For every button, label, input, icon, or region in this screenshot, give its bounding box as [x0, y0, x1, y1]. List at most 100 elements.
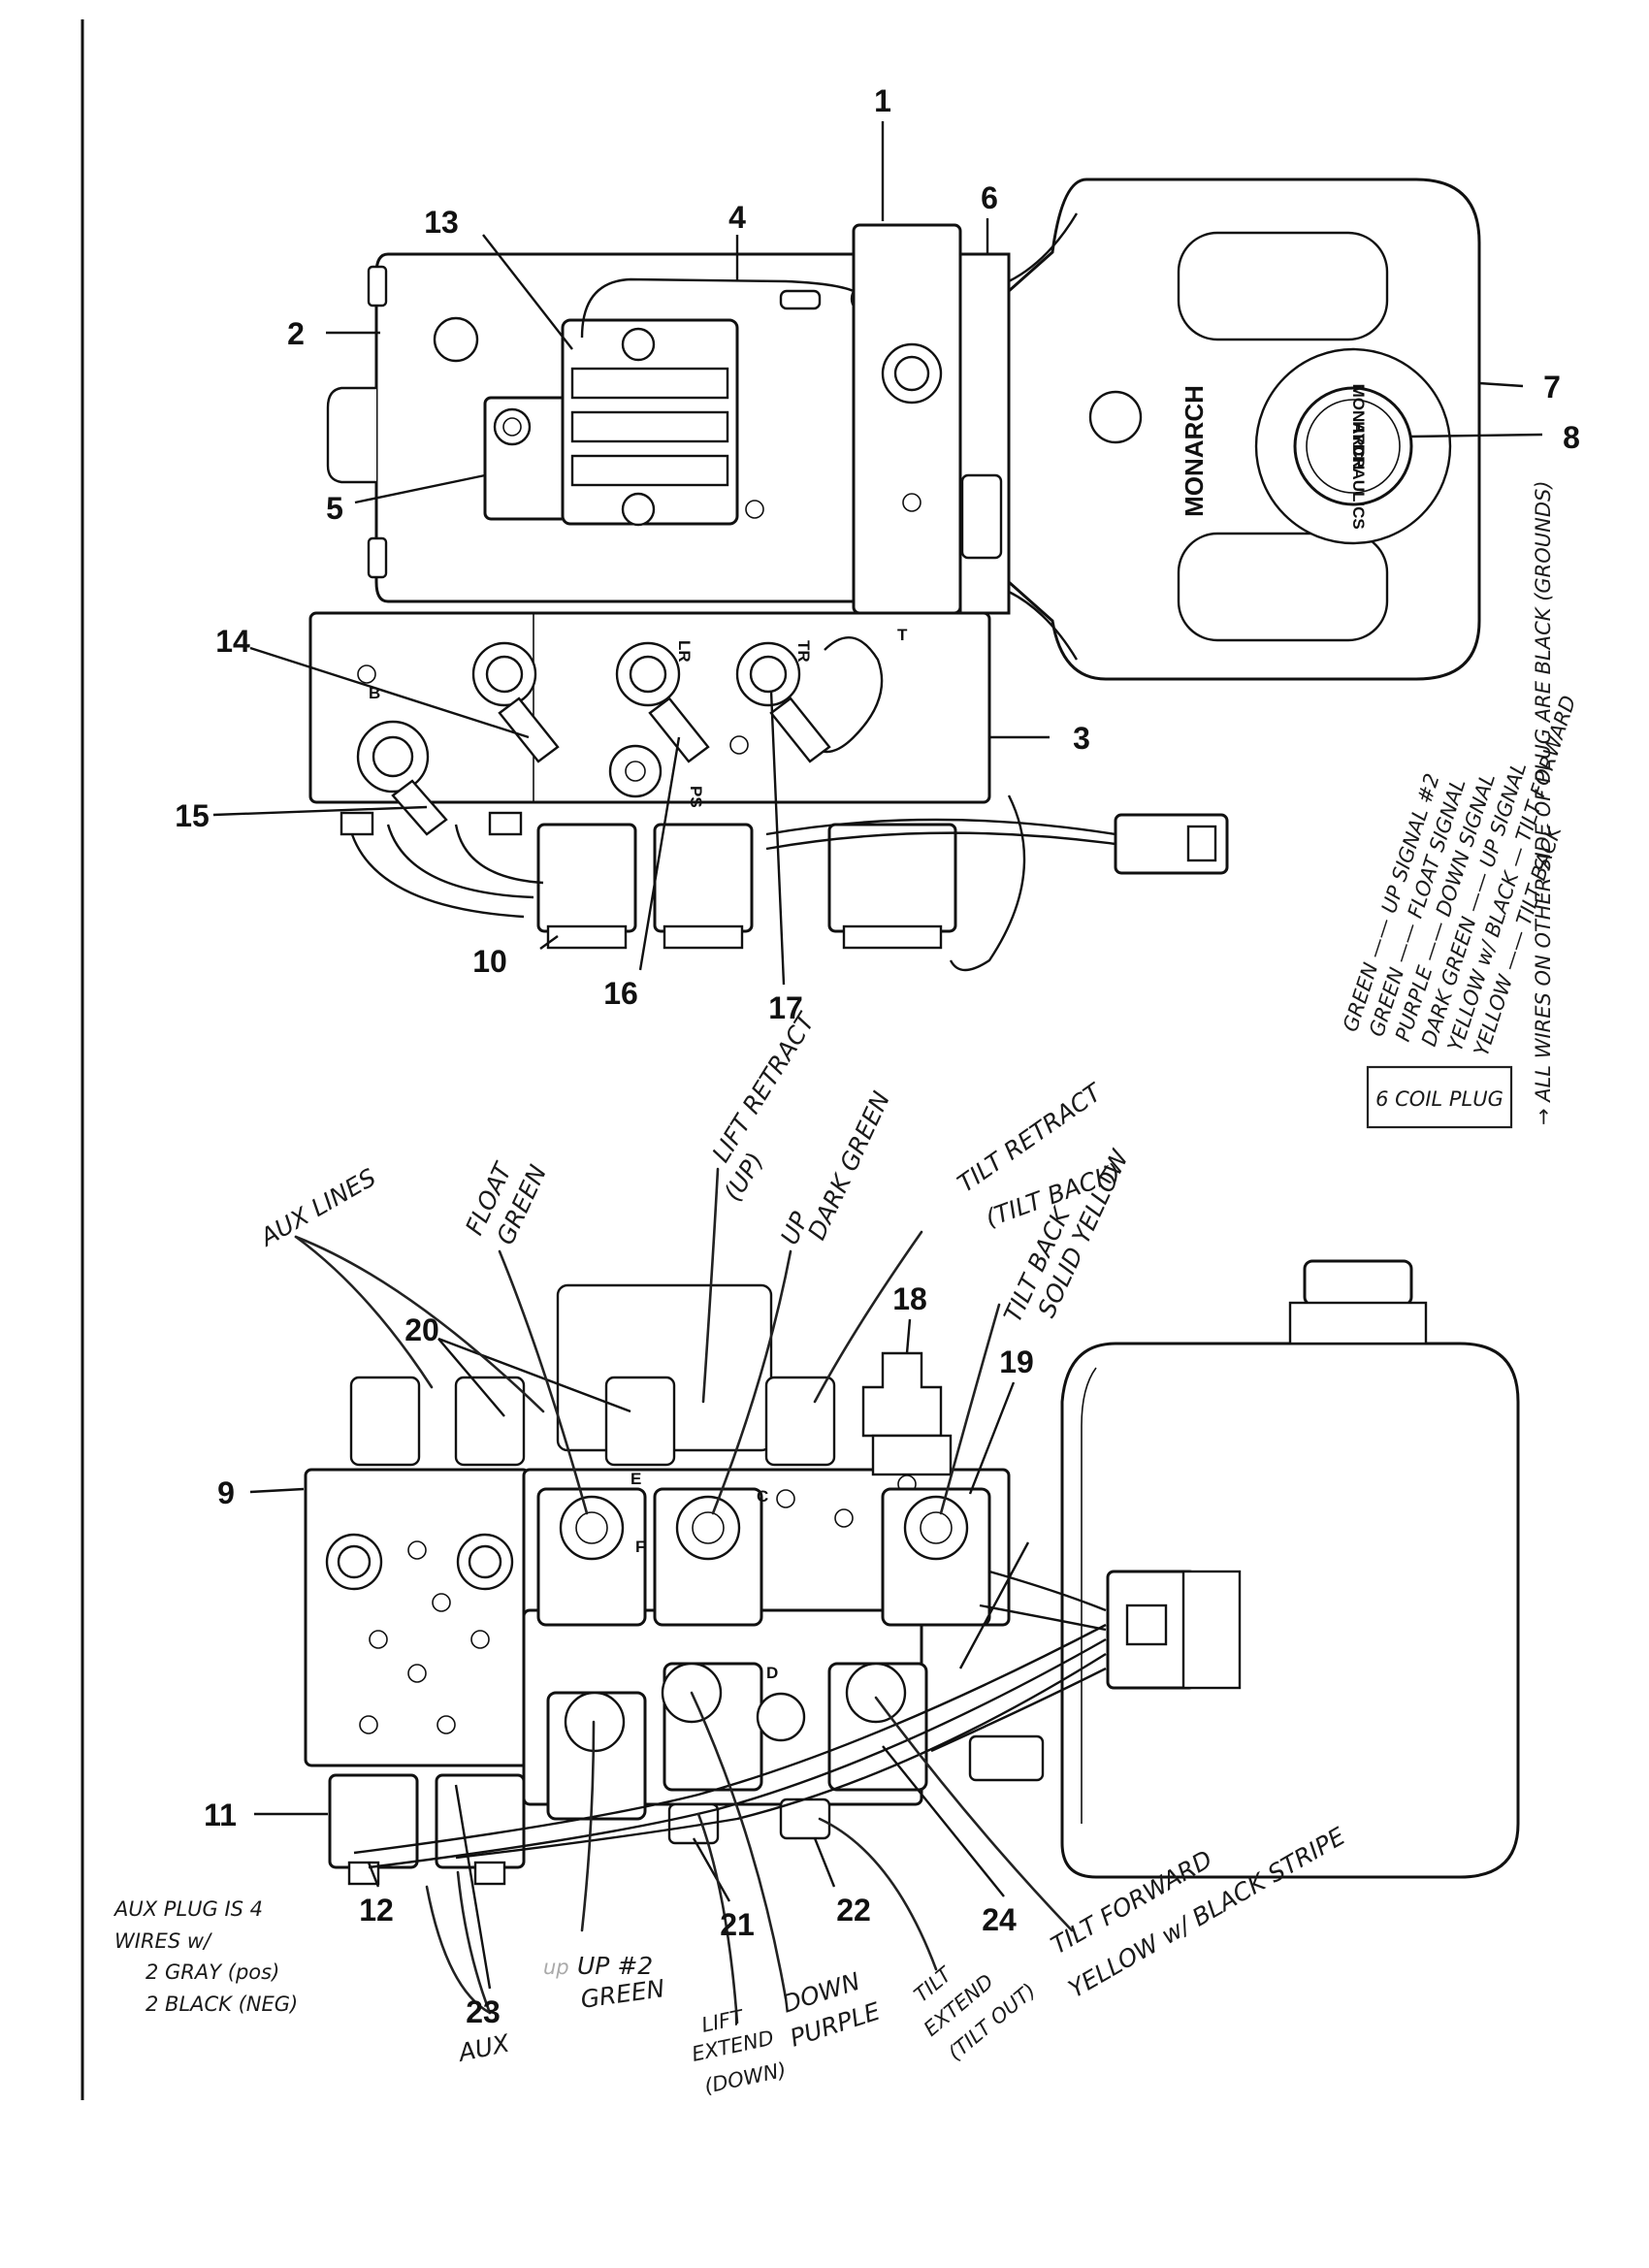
- small-hole: [436, 1715, 456, 1734]
- callout-10: 10: [472, 944, 507, 979]
- small-hole: [359, 1715, 378, 1734]
- coil-plug-box: [1366, 1065, 1513, 1129]
- callout-14: 14: [215, 624, 250, 659]
- small-hole: [432, 1593, 451, 1612]
- callout-6: 6: [981, 180, 998, 215]
- callout-21: 21: [720, 1907, 755, 1942]
- small-screw: [834, 1508, 854, 1528]
- flange-6: [958, 252, 1011, 615]
- callout-15: 15: [175, 798, 210, 833]
- harness-plug-tab: [1186, 825, 1217, 862]
- small-screw: [745, 500, 764, 519]
- housing-hole: [433, 316, 479, 363]
- callout-12: 12: [359, 1893, 394, 1928]
- aux-coil-nut: [473, 1861, 506, 1886]
- wire-harness: [386, 824, 534, 899]
- wire-harness: [368, 1637, 1107, 1869]
- flange-clip: [960, 473, 1003, 560]
- wire-harness: [949, 794, 1026, 972]
- callout-22: 22: [836, 1893, 871, 1928]
- solenoid-band: [570, 410, 729, 443]
- wire-harness: [988, 1570, 1107, 1612]
- callout-1: 1: [874, 83, 891, 118]
- small-hole: [407, 1540, 427, 1560]
- small-screw: [357, 664, 376, 684]
- filler-cap-ring: [1306, 399, 1401, 494]
- callout-11: 11: [204, 1798, 237, 1832]
- callout-8: 8: [1563, 420, 1580, 455]
- port-lr: LR: [675, 640, 694, 663]
- reservoir-pad: [1177, 532, 1389, 642]
- coil-plug-label: 6 COIL PLUG: [1375, 1087, 1504, 1111]
- bracket-bolt-inner: [502, 417, 522, 437]
- port-fitting-inner: [337, 1544, 372, 1579]
- wire-connector: [779, 289, 822, 310]
- note-down-paren: (DOWN): [702, 2058, 789, 2098]
- coil-cap: [663, 924, 744, 950]
- note-lift-retract: LIFT RETRACT: [706, 1007, 821, 1167]
- top-leaders: [212, 121, 1543, 986]
- note-up2-green: GREEN: [579, 1974, 667, 2014]
- housing-bolt: [367, 265, 388, 308]
- cap-stamp-top: MONARCH: [1349, 384, 1368, 470]
- bottom-leaders: [249, 1318, 1016, 1990]
- wire-harness: [765, 831, 1116, 851]
- port-t: T: [897, 626, 908, 644]
- small-screw: [729, 735, 749, 755]
- solenoid-terminal: [621, 492, 656, 527]
- note-dark-green: DARK GREEN: [802, 1086, 895, 1244]
- port-plug: [756, 1692, 806, 1742]
- reservoir-side: [1060, 1342, 1520, 1879]
- pressure-switch-18: [861, 1351, 943, 1438]
- small-hole: [470, 1630, 490, 1649]
- coil: [827, 823, 957, 933]
- wire-harness: [930, 1667, 1107, 1753]
- coil: [536, 823, 637, 933]
- solenoid-band: [570, 367, 729, 400]
- callout-17: 17: [768, 990, 803, 1025]
- callout-4: 4: [728, 200, 746, 235]
- callout-9: 9: [217, 1475, 235, 1510]
- wire-harness: [454, 824, 544, 885]
- aux-coil: [328, 1773, 419, 1869]
- port-fitting-inner: [749, 655, 788, 694]
- note-aux-plug-1: AUX PLUG IS 4: [113, 1897, 263, 1921]
- wire-clip: [968, 1734, 1045, 1782]
- port-e: E: [630, 1470, 641, 1488]
- callout-5: 5: [326, 491, 343, 526]
- top-fitting: [764, 1376, 836, 1467]
- coil-cap: [842, 924, 943, 950]
- small-hole: [407, 1664, 427, 1683]
- cartridge-nut: [845, 1662, 907, 1724]
- reservoir-edge: [1081, 1367, 1097, 1824]
- elbow-fitting: [498, 697, 560, 763]
- small-screw: [902, 493, 922, 512]
- cartridge-nut-inner: [692, 1511, 725, 1544]
- top-fitting: [349, 1376, 421, 1467]
- cartridge-nut: [675, 1495, 741, 1561]
- wire-harness: [455, 1652, 1107, 1860]
- callouts: 1 2 3 4 5 6 7 8 9 10 11 12 13 14 15 16 1…: [175, 83, 1580, 2029]
- callout-20: 20: [404, 1312, 439, 1347]
- coil-cap: [546, 924, 628, 950]
- monarch-stamp: MONARCH: [1180, 385, 1209, 517]
- reservoir-port: [1088, 390, 1143, 444]
- wire-tie: [958, 1541, 1030, 1669]
- filler-cap-base: [1288, 1301, 1428, 1345]
- port-d: D: [766, 1664, 778, 1682]
- callout-7: 7: [1543, 370, 1561, 405]
- harness-nut: [488, 811, 523, 836]
- port-fitting-inner: [468, 1544, 502, 1579]
- port-plug-inner: [625, 761, 646, 782]
- note-aux-plug-4: 2 BLACK (NEG): [146, 1993, 298, 2016]
- wire-harness: [353, 1623, 1107, 1855]
- valve-block-1: [852, 223, 962, 615]
- port-ps: PS: [687, 786, 705, 808]
- hand-leaders: [294, 1167, 1074, 2025]
- callout-3: 3: [1073, 721, 1090, 756]
- harness-nut: [340, 811, 374, 836]
- wire-harness: [765, 818, 1116, 836]
- bottom-view: E C F D: [304, 1259, 1520, 1886]
- top-view: MONARCH HYDRAULICS MONARCH B LR TR T PS: [308, 178, 1481, 972]
- motor-boss: [326, 386, 376, 484]
